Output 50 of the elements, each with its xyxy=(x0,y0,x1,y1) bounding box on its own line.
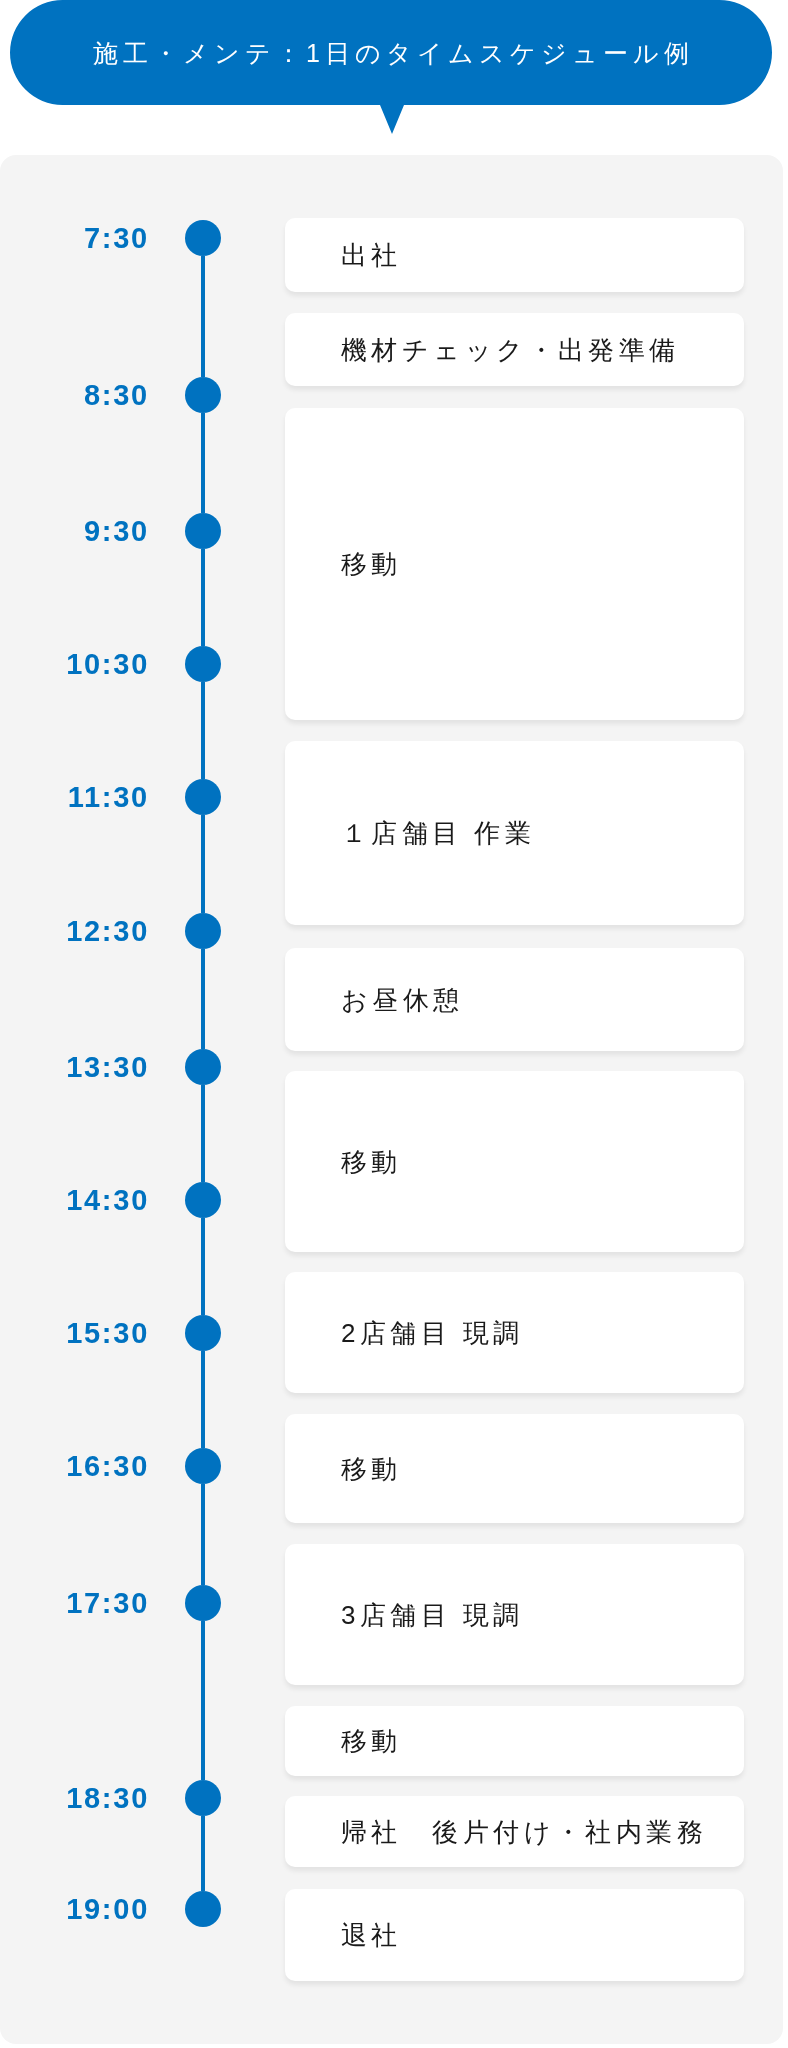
timeline-line xyxy=(201,682,205,779)
time-label: 13:30 xyxy=(66,1050,149,1085)
diagram-title: 施工・メンテ：1日のタイムスケジュール例 xyxy=(92,37,694,69)
time-label: 18:30 xyxy=(66,1781,149,1816)
activity-text: １店舗目 作業 xyxy=(341,817,537,850)
activity-text: 移動 xyxy=(341,548,403,581)
schedule-card xyxy=(285,1071,744,1252)
time-label: 17:30 xyxy=(66,1586,149,1621)
schedule-card xyxy=(285,313,744,386)
activity-text: 2店舗目 現調 xyxy=(341,1316,525,1350)
time-label: 15:30 xyxy=(66,1316,149,1351)
timeline-line xyxy=(201,1816,205,1891)
schedule-card xyxy=(285,218,744,292)
time-label: 12:30 xyxy=(66,914,149,949)
timeline-line xyxy=(201,1621,205,1780)
activity-text: お昼休憩 xyxy=(341,983,465,1017)
timeline-line xyxy=(201,1218,205,1315)
time-label: 14:30 xyxy=(66,1183,149,1218)
timeline-line xyxy=(201,1484,205,1585)
time-label: 19:00 xyxy=(66,1892,149,1927)
timeline-line xyxy=(201,1351,205,1448)
activity-text: 3店舗目 現調 xyxy=(341,1598,525,1632)
time-label: 9:30 xyxy=(84,514,149,549)
schedule-card xyxy=(285,1544,744,1685)
schedule-card xyxy=(285,1706,744,1776)
activity-text: 移動 xyxy=(341,1145,403,1179)
timeline-line xyxy=(201,815,205,913)
schedule-card xyxy=(285,1889,744,1981)
schedule-card xyxy=(285,1272,744,1393)
schedule-card xyxy=(285,1796,744,1867)
timeline-line xyxy=(201,413,205,513)
activity-text: 退社 xyxy=(341,1919,403,1952)
timeline-line xyxy=(201,256,205,377)
time-label: 11:30 xyxy=(67,780,149,815)
schedule-card xyxy=(285,741,744,925)
schedule-card xyxy=(285,948,744,1051)
activity-text: 移動 xyxy=(341,1725,403,1758)
timeline-line xyxy=(201,549,205,646)
activity-text: 機材チェック・出発準備 xyxy=(341,333,681,367)
schedule-card xyxy=(285,408,744,720)
time-label: 10:30 xyxy=(66,647,149,682)
schedule-card xyxy=(285,1414,744,1523)
time-label: 7:30 xyxy=(84,221,149,256)
time-label: 16:30 xyxy=(66,1449,149,1484)
activity-text: 帰社 後片付け・社内業務 xyxy=(341,1815,709,1849)
activity-text: 移動 xyxy=(341,1452,403,1486)
timeline-line xyxy=(201,949,205,1049)
time-label: 8:30 xyxy=(84,378,149,413)
activity-text: 出社 xyxy=(341,239,403,272)
timeline-line xyxy=(201,1085,205,1182)
